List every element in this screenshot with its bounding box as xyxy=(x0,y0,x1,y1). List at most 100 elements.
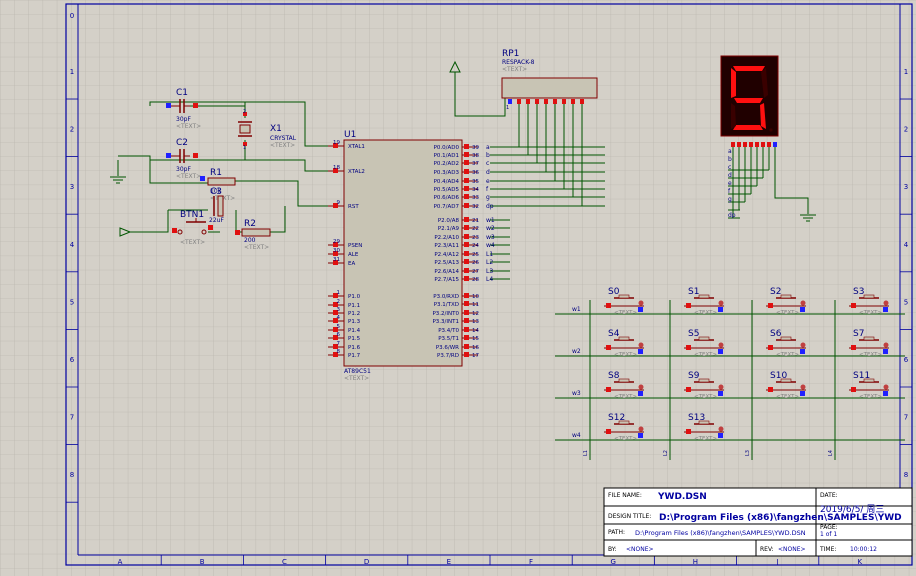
u1-pin-name: P1.5 xyxy=(348,336,361,342)
rp1-text: <TEXT> xyxy=(502,66,527,73)
keypad-key[interactable]: S6<TEXT> xyxy=(766,329,806,358)
keypad-key[interactable]: S2<TEXT> xyxy=(766,287,806,316)
key-cap xyxy=(618,336,630,341)
key-label: S8 xyxy=(608,371,620,381)
key-label: S1 xyxy=(688,287,699,297)
segment-dp xyxy=(769,128,773,132)
keypad-key[interactable]: S3<TEXT> xyxy=(849,287,889,316)
btn1-text: <TEXT> xyxy=(180,239,205,246)
r1-value: 10k xyxy=(210,188,222,195)
keypad-key[interactable]: S13<TEXT> xyxy=(684,413,724,442)
u1-pin-marker xyxy=(464,301,469,306)
net-label: a xyxy=(486,144,490,151)
capacitor-c3[interactable]: C3 22uF xyxy=(209,187,224,224)
ground-symbols xyxy=(110,60,816,237)
net-label: w2 xyxy=(486,225,495,232)
row-label: 7 xyxy=(904,414,908,422)
col-label: D xyxy=(364,558,369,566)
display-net-label: dp xyxy=(728,212,736,219)
keypad-key[interactable]: S7<TEXT> xyxy=(849,329,889,358)
r2-text: <TEXT> xyxy=(244,244,269,251)
u1-pin-name: ALE xyxy=(348,252,359,258)
row-label: 4 xyxy=(904,241,909,249)
u1-pin-number: 36 xyxy=(472,170,479,176)
u1-pin-marker xyxy=(333,242,338,247)
keypad-key[interactable]: S11<TEXT> xyxy=(849,371,889,400)
btn1-ref: BTN1 xyxy=(180,210,204,220)
keypad-key[interactable]: S12<TEXT> xyxy=(604,413,644,442)
u1-pin-name: P1.6 xyxy=(348,345,361,351)
resistor-pack-rp1[interactable]: RP1 RESPACK-8 <TEXT> 1 xyxy=(501,49,598,111)
u1-pin-name: RST xyxy=(348,204,359,210)
row-label: 5 xyxy=(70,298,74,306)
u1-pin-marker xyxy=(333,318,338,323)
u1-pin-number: 7 xyxy=(337,341,341,347)
pin-marker xyxy=(851,303,856,308)
u1-pin-marker xyxy=(333,327,338,332)
key-contact-dot xyxy=(800,300,806,306)
keypad-key[interactable]: S0<TEXT> xyxy=(604,287,644,316)
resistor-r2[interactable]: R2 200 <TEXT> xyxy=(235,219,271,251)
u1-text: <TEXT> xyxy=(344,375,369,382)
c2-value: 30pF xyxy=(176,166,191,173)
u1-ref: U1 xyxy=(344,130,356,140)
display-net-label: e xyxy=(728,180,732,187)
key-cap xyxy=(618,378,630,383)
design-title-label: DESIGN TITLE: xyxy=(608,513,651,520)
display-pin-marker xyxy=(749,142,753,147)
key-contact-dot xyxy=(638,426,644,432)
keypad-key[interactable]: S9<TEXT> xyxy=(684,371,724,400)
key-cap xyxy=(863,294,875,299)
key-cap xyxy=(698,420,710,425)
u1-pin-name: P3.6/WR xyxy=(436,345,459,351)
microcontroller-u1[interactable]: U1 AT89C51 <TEXT> 19XTAL118XTAL29RST29PS… xyxy=(328,130,495,382)
rp1-pin-marker xyxy=(526,99,530,104)
crystal-x1[interactable]: 2 1 X1 CRYSTAL <TEXT> xyxy=(238,109,297,151)
key-label: S2 xyxy=(770,287,781,297)
ground-left xyxy=(110,176,126,184)
u1-pin-number: 38 xyxy=(472,153,479,159)
rev-label: REV: xyxy=(760,546,774,553)
c3-ref: C3 xyxy=(210,187,222,197)
rp1-pin-marker xyxy=(517,99,521,104)
u1-pin-name: P3.5/T1 xyxy=(438,336,459,342)
col-label: J xyxy=(776,558,779,566)
u1-pin-number: 9 xyxy=(337,200,341,206)
rp1-pin-marker xyxy=(553,99,557,104)
c1-value: 30pF xyxy=(176,116,191,123)
keypad-key[interactable]: S5<TEXT> xyxy=(684,329,724,358)
u1-pin-marker xyxy=(464,217,469,222)
key-cap xyxy=(780,336,792,341)
segment-a xyxy=(733,66,765,71)
keypad-key[interactable]: S8<TEXT> xyxy=(604,371,644,400)
u1-pin-name: P2.4/A12 xyxy=(434,252,459,258)
net-label: L2 xyxy=(486,259,493,266)
u1-pin-marker xyxy=(464,203,469,208)
key-text: <TEXT> xyxy=(694,436,717,442)
c1-text: <TEXT> xyxy=(176,123,201,130)
u1-pin-marker xyxy=(333,251,338,256)
col-label: B xyxy=(200,558,205,566)
keypad-key[interactable]: S4<TEXT> xyxy=(604,329,644,358)
button-btn1[interactable]: BTN1 <TEXT> xyxy=(172,210,213,246)
c1-ref: C1 xyxy=(176,88,188,98)
keypad-key[interactable]: S1<TEXT> xyxy=(684,287,724,316)
keypad-key[interactable]: S10<TEXT> xyxy=(766,371,806,400)
u1-pin-name: P3.3/INT1 xyxy=(432,319,459,325)
capacitor-c2[interactable]: C2 30pF <TEXT> xyxy=(166,138,201,180)
u1-pin-marker xyxy=(464,178,469,183)
u1-pin-marker xyxy=(464,352,469,357)
pin-marker xyxy=(718,391,723,396)
u1-pin-name: P0.1/AD1 xyxy=(434,153,459,159)
display-pin-marker xyxy=(773,142,777,147)
u1-pin-name: P1.2 xyxy=(348,311,360,317)
pin-marker xyxy=(638,349,643,354)
pin-marker xyxy=(800,391,805,396)
x1-value: CRYSTAL xyxy=(270,135,297,142)
capacitor-c1[interactable]: C1 30pF <TEXT> xyxy=(166,88,201,130)
u1-pin-marker xyxy=(464,251,469,256)
